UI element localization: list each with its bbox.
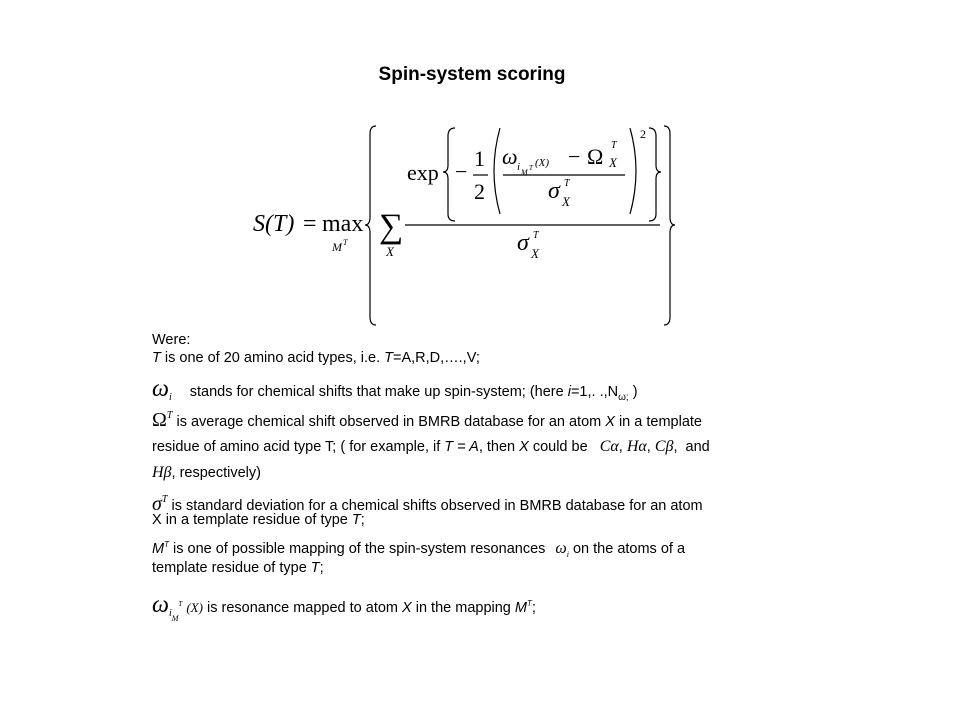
definition-omega-mapped: ωiMT (X) is resonance mapped to atom X i… bbox=[152, 592, 536, 623]
definition-sigma-cont: X in a template residue of type T; bbox=[152, 512, 365, 528]
text: X in a template residue of type bbox=[152, 512, 352, 528]
sigma-inner-sub: X bbox=[561, 194, 571, 209]
definition-M: MT is one of possible mapping of the spi… bbox=[152, 540, 685, 559]
T-symbol: T bbox=[152, 350, 161, 366]
text: T bbox=[527, 599, 532, 609]
formula-brackets bbox=[364, 125, 676, 326]
omega-subsub: M bbox=[171, 613, 179, 623]
definition-T: T is one of 20 amino acid types, i.e. T=… bbox=[152, 350, 480, 366]
half-denominator: 2 bbox=[474, 179, 485, 204]
max-subscript: M bbox=[331, 240, 343, 254]
square-exponent: 2 bbox=[640, 127, 646, 141]
sigma-denominator: σ bbox=[517, 230, 530, 256]
outer-right-brace bbox=[663, 125, 676, 326]
sum-subscript: X bbox=[385, 244, 395, 259]
M-symbol: M bbox=[514, 600, 527, 616]
omega-subsub: M bbox=[520, 168, 529, 177]
definition-sigma: σT is standard deviation for a chemical … bbox=[152, 493, 703, 515]
text: ; bbox=[319, 560, 324, 576]
atom-C-beta: Cβ bbox=[654, 438, 674, 455]
definition-Omega-end: Hβ, respectively) bbox=[152, 464, 261, 482]
T-symbol: T bbox=[384, 350, 393, 366]
T-symbol: T bbox=[310, 560, 320, 576]
text: is standard deviation for a chemical shi… bbox=[171, 498, 703, 514]
half-numerator: 1 bbox=[474, 146, 485, 171]
sigma-denominator-sup: T bbox=[533, 230, 540, 241]
sum-symbol: ∑ bbox=[379, 208, 403, 245]
Omega-symbol: Ω bbox=[587, 144, 603, 169]
omega-subsubsup: T bbox=[178, 600, 183, 609]
text: , respectively) bbox=[171, 465, 261, 481]
omega-sub: i bbox=[566, 549, 569, 559]
text: could be bbox=[528, 439, 592, 455]
T-symbol: T bbox=[351, 512, 361, 528]
formula-equals: = bbox=[303, 211, 317, 237]
definition-M-cont: template residue of type T; bbox=[152, 560, 324, 576]
right-paren bbox=[629, 127, 637, 215]
Omega-sub: X bbox=[608, 155, 618, 170]
text: =1,. .,N bbox=[570, 384, 619, 400]
text: template residue of type bbox=[152, 560, 311, 576]
text: residue of amino acid type T; ( for exam… bbox=[152, 439, 445, 455]
text: T bbox=[164, 540, 169, 550]
text: ) bbox=[628, 384, 638, 400]
atom-H-beta: Hβ bbox=[152, 464, 172, 481]
text: is average chemical shift observed in BM… bbox=[176, 414, 606, 430]
omega-sub: i bbox=[168, 391, 172, 403]
i-symbol: i bbox=[567, 384, 571, 400]
scoring-formula: S(T) = max M T ∑ X exp − 1 2 ω i M T (X)… bbox=[253, 125, 676, 326]
omega-arg: (X) bbox=[535, 157, 549, 169]
text: T = A bbox=[444, 439, 479, 455]
M-symbol: M bbox=[152, 541, 165, 557]
exp-label: exp bbox=[407, 160, 439, 185]
atom-C-alpha: Cα bbox=[599, 438, 619, 455]
formula-lhs: S(T) bbox=[253, 211, 294, 237]
sigma-denominator-sub: X bbox=[530, 246, 540, 261]
X-symbol: X bbox=[402, 600, 412, 616]
omega-sub: i bbox=[517, 161, 520, 173]
sigma-inner: σ bbox=[548, 178, 561, 204]
omega-arg: (X) bbox=[186, 600, 203, 615]
omega-symbol: ω bbox=[555, 540, 567, 557]
omega-sub: i bbox=[168, 607, 172, 619]
text: in a template bbox=[614, 414, 702, 430]
sigma-inner-sup: T bbox=[564, 178, 571, 189]
text: on the atoms of a bbox=[568, 541, 686, 557]
text: ω; bbox=[618, 391, 629, 403]
text: is one of 20 amino acid types, i.e. bbox=[160, 350, 385, 366]
text: , then bbox=[478, 439, 520, 455]
text: stands for chemical shifts that make up … bbox=[189, 384, 568, 400]
omega-symbol: ω bbox=[152, 592, 169, 618]
inner-right-brace bbox=[648, 127, 662, 222]
outer-left-brace bbox=[364, 125, 377, 326]
X-symbol: X bbox=[605, 414, 615, 430]
definition-Omega: ΩT is average chemical shift observed in… bbox=[152, 409, 702, 431]
were-label: Were: bbox=[152, 332, 191, 348]
left-paren bbox=[493, 127, 501, 215]
text: ; bbox=[531, 600, 536, 616]
text: ; bbox=[360, 512, 365, 528]
Omega-sup: T bbox=[611, 140, 618, 151]
text: is resonance mapped to atom bbox=[206, 600, 403, 616]
minus-sign-2: − bbox=[568, 144, 580, 169]
Omega-symbol: Ω bbox=[152, 409, 167, 431]
text: is one of possible mapping of the spin-s… bbox=[168, 541, 550, 557]
text: =A,R,D,….,V; bbox=[392, 350, 480, 366]
formula-max: max bbox=[322, 211, 363, 237]
omega-subsubsup: T bbox=[529, 164, 534, 172]
X-symbol: X bbox=[519, 439, 529, 455]
definition-omega-i: ωi stands for chemical shifts that make … bbox=[152, 376, 638, 403]
max-subscript-sup: T bbox=[343, 238, 348, 247]
omega-symbol: ω bbox=[152, 376, 169, 402]
atom-H-alpha: Hα bbox=[626, 438, 647, 455]
inner-left-brace bbox=[442, 127, 456, 222]
minus-sign: − bbox=[455, 159, 467, 184]
slide-title: Spin-system scoring bbox=[378, 64, 566, 85]
definition-Omega-cont: residue of amino acid type T; ( for exam… bbox=[152, 438, 710, 455]
text: and bbox=[685, 439, 710, 455]
text: in the mapping bbox=[411, 600, 515, 616]
sigma-symbol: σ bbox=[152, 493, 162, 515]
omega-symbol: ω bbox=[502, 144, 518, 169]
